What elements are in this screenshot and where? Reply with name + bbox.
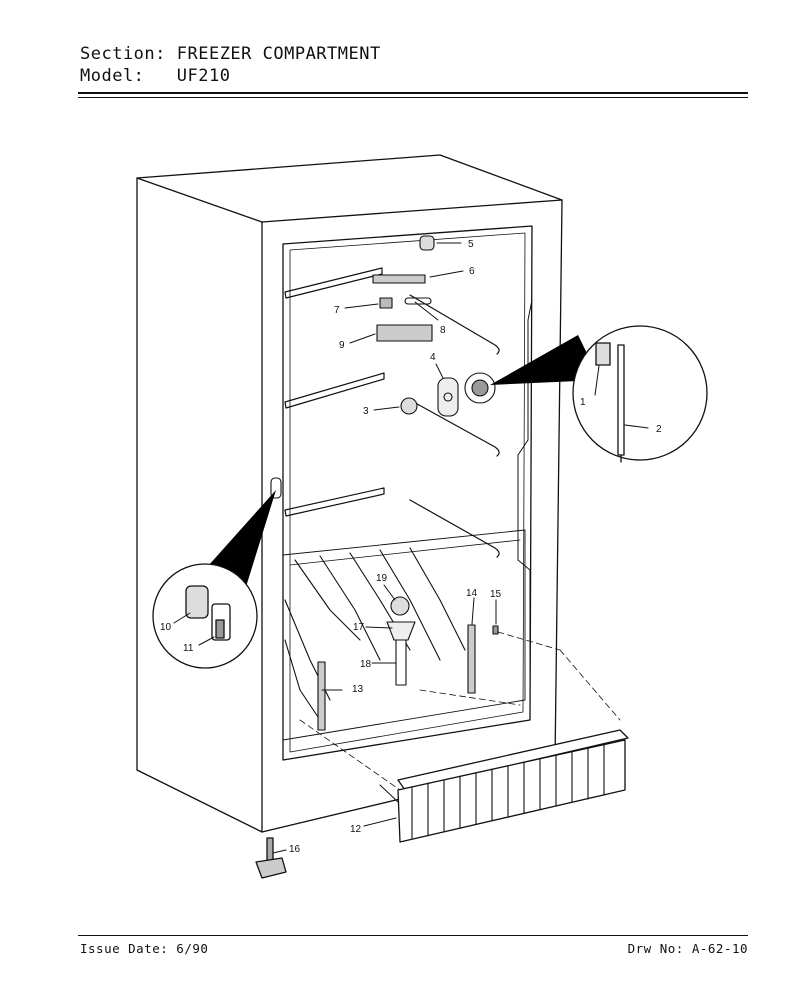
callout-11: 11 xyxy=(183,643,194,654)
callout-1: 1 xyxy=(580,397,586,408)
leveling-leg xyxy=(255,837,287,879)
part-3 xyxy=(400,397,418,415)
section-label: Section: xyxy=(80,44,166,64)
callout-2: 2 xyxy=(656,424,662,435)
section-value: FREEZER COMPARTMENT xyxy=(176,44,381,64)
issue-date: Issue Date: 6/90 xyxy=(80,941,209,956)
part-15 xyxy=(492,625,499,635)
model-value: UF210 xyxy=(176,66,231,86)
parts xyxy=(270,235,499,731)
callout-7: 7 xyxy=(334,305,340,316)
part-9 xyxy=(376,324,433,342)
callout-3: 3 xyxy=(363,406,369,417)
callout-12: 12 xyxy=(350,824,362,835)
model-line: Model: UF210 xyxy=(80,66,230,86)
shelf-rails xyxy=(284,267,500,558)
drawing-number: Drw No: A-62-10 xyxy=(627,941,748,956)
callout-numbers: 1 2 3 4 5 6 7 8 9 10 11 12 13 14 15 16 1… xyxy=(160,239,662,855)
part-5 xyxy=(419,235,435,251)
callout-8: 8 xyxy=(440,325,446,336)
header-rule-thick xyxy=(78,92,748,94)
detail-circle-right xyxy=(490,325,708,463)
detail-circle-left xyxy=(152,490,276,669)
model-label: Model: xyxy=(80,66,145,86)
part-13 xyxy=(317,661,326,731)
callout-10: 10 xyxy=(160,622,172,633)
part-6 xyxy=(372,274,426,284)
callout-16: 16 xyxy=(289,844,301,855)
part-14 xyxy=(467,624,476,694)
callout-13: 13 xyxy=(352,684,364,695)
cabinet-body xyxy=(136,154,563,833)
part-17 xyxy=(386,621,416,641)
header-rule-thin xyxy=(78,97,748,98)
callout-14: 14 xyxy=(466,588,478,599)
callout-4: 4 xyxy=(430,352,436,363)
dashed-guides xyxy=(299,631,621,791)
part-door-slot xyxy=(270,477,282,499)
footer-rule xyxy=(78,935,748,936)
part-7 xyxy=(379,297,393,309)
callout-leaders xyxy=(173,242,649,854)
callout-15: 15 xyxy=(490,589,502,600)
callout-6: 6 xyxy=(469,266,475,277)
section-line: Section: FREEZER COMPARTMENT xyxy=(80,44,381,64)
callout-18: 18 xyxy=(360,659,372,670)
callout-5: 5 xyxy=(468,239,474,250)
callout-9: 9 xyxy=(339,340,345,351)
part-18 xyxy=(395,639,407,686)
part-19 xyxy=(390,596,410,616)
callout-19: 19 xyxy=(376,573,388,584)
callout-17: 17 xyxy=(353,622,365,633)
part-4 xyxy=(437,377,459,417)
base-grille xyxy=(397,729,629,843)
